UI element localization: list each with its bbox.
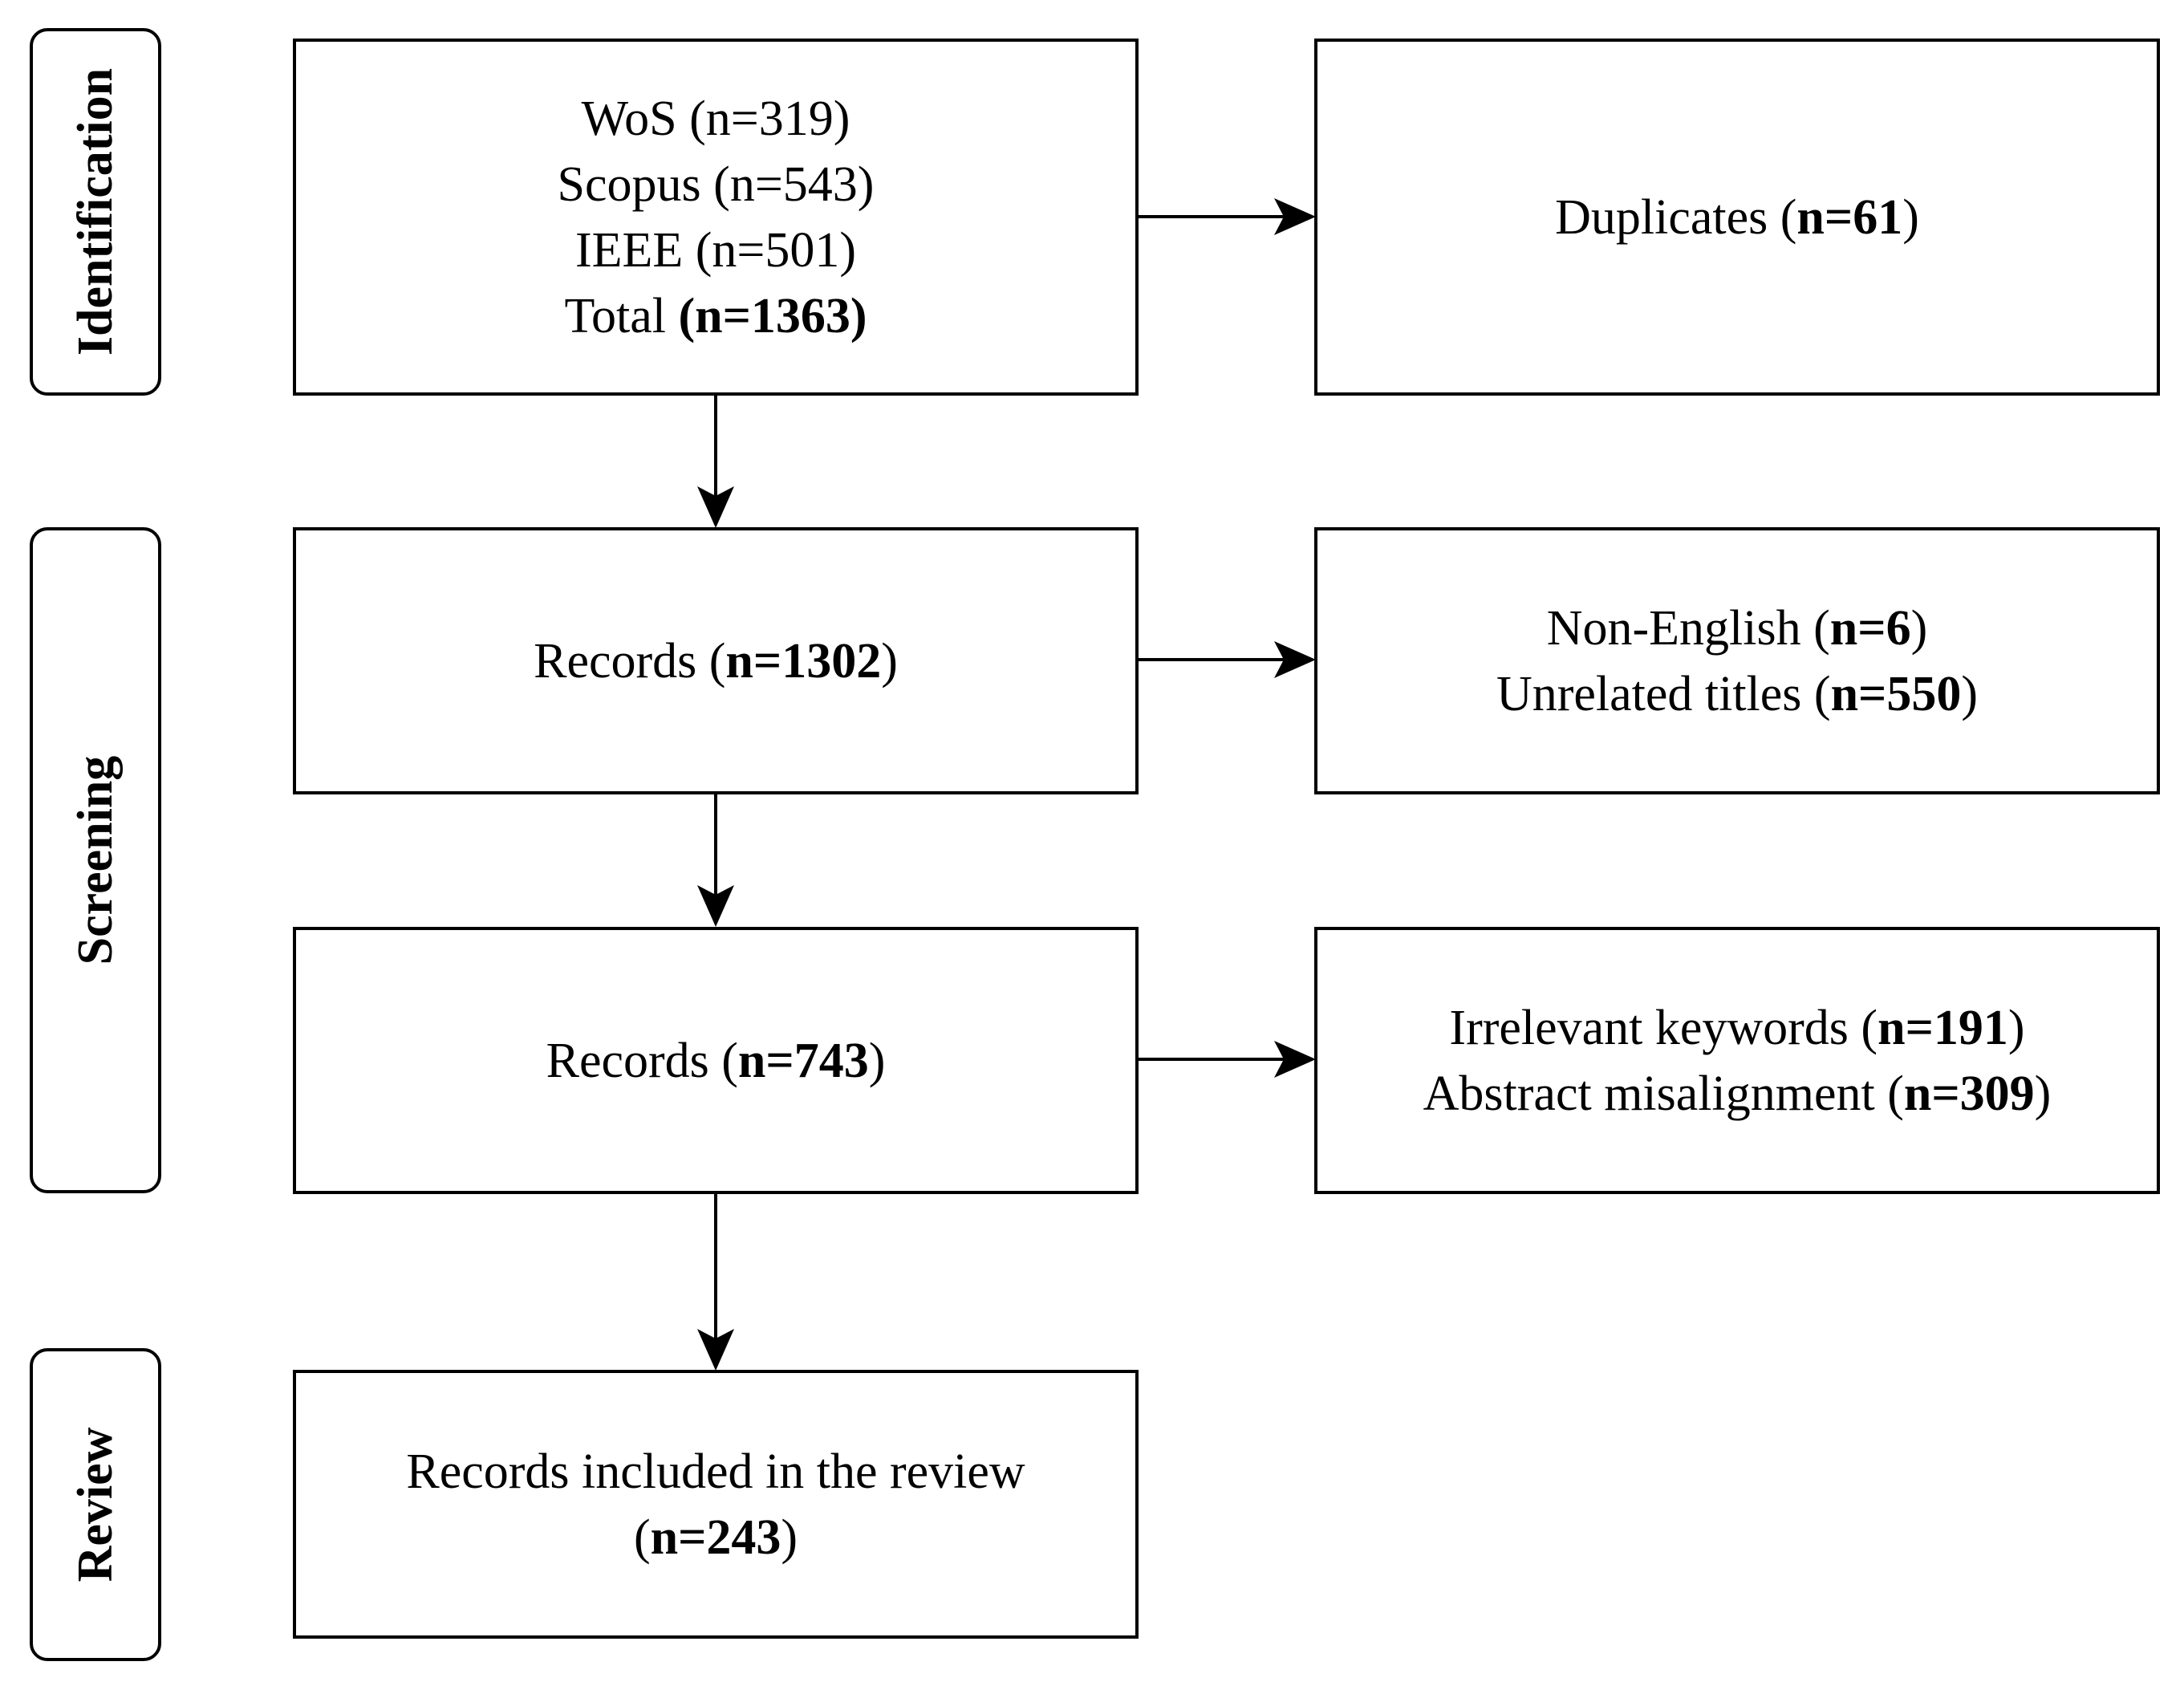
line-text: Total: [564, 288, 679, 343]
excluded-titles-line: Non-English (n=6): [1547, 595, 1928, 661]
included-line: Records included in the review: [406, 1439, 1025, 1505]
excluded-titles-line: Unrelated titles (n=550): [1496, 661, 1978, 727]
line-text: Duplicates (: [1555, 189, 1797, 245]
line-count: n=61: [1796, 189, 1903, 245]
arrowhead-included: [697, 1329, 734, 1371]
records-screened-line: Records (n=1302): [534, 628, 898, 694]
line-text: Records (: [534, 633, 726, 689]
line-text: Records (: [546, 1033, 738, 1088]
line-suffix: ): [1902, 189, 1919, 245]
line-text: Scopus (n=543): [557, 156, 875, 212]
line-count: n=191: [1878, 1000, 2008, 1055]
phase-screening-label: Screening: [68, 755, 123, 965]
line-count: n=6: [1829, 600, 1911, 656]
line-suffix: ): [1910, 600, 1928, 656]
line-count: n=743: [737, 1033, 869, 1088]
included-records-box: Records included in the review (n=243): [293, 1370, 1139, 1639]
identified-line: Total (n=1363): [564, 283, 867, 349]
identified-line: WoS (n=319): [582, 86, 850, 152]
arrowhead-excluded-titles: [1274, 641, 1316, 678]
line-suffix: ): [881, 633, 898, 689]
line-suffix: ): [1961, 666, 1979, 721]
phase-identification: Identification: [30, 28, 161, 396]
excluded-abstracts-line: Abstract misalignment (n=309): [1423, 1061, 2052, 1127]
arrowhead-screened: [697, 486, 734, 528]
phase-review-label: Review: [68, 1427, 123, 1582]
line-text: Records included in the review: [406, 1444, 1025, 1499]
excluded-titles-box: Non-English (n=6)Unrelated titles (n=550…: [1314, 527, 2160, 794]
included-line: (n=243): [634, 1505, 798, 1570]
line-text: WoS (n=319): [581, 91, 850, 146]
phase-review: Review: [30, 1348, 161, 1661]
line-suffix: ): [868, 1033, 886, 1088]
line-text: Abstract misalignment (: [1423, 1066, 1904, 1121]
duplicates-line: Duplicates (n=61): [1555, 185, 1919, 250]
line-text: Irrelevant keywords (: [1449, 1000, 1878, 1055]
line-count: n=309: [1903, 1066, 2035, 1121]
identified-line: Scopus (n=543): [558, 152, 875, 217]
line-count: n=243: [650, 1509, 781, 1565]
records-assessed-box: Records (n=743): [293, 927, 1139, 1194]
line-suffix: ): [2034, 1066, 2052, 1121]
records-screened-box: Records (n=1302): [293, 527, 1139, 794]
line-suffix: ): [781, 1509, 798, 1565]
line-count: (n=1363): [678, 288, 867, 343]
line-count: n=550: [1830, 666, 1962, 721]
identified-line: IEEE (n=501): [575, 217, 856, 283]
line-text: Non-English (: [1546, 600, 1830, 656]
phase-screening: Screening: [30, 527, 161, 1193]
line-text: IEEE (n=501): [574, 222, 857, 278]
excluded-abstracts-line: Irrelevant keywords (n=191): [1449, 995, 2024, 1061]
excluded-abstracts-box: Irrelevant keywords (n=191)Abstract misa…: [1314, 927, 2160, 1194]
phase-identification-label: Identification: [68, 67, 123, 356]
line-suffix: ): [2007, 1000, 2025, 1055]
arrowhead-excluded-abstracts: [1274, 1041, 1316, 1078]
duplicates-box: Duplicates (n=61): [1314, 39, 2160, 396]
identified-records-box: WoS (n=319)Scopus (n=543)IEEE (n=501)Tot…: [293, 39, 1139, 396]
line-text: Unrelated titles (: [1496, 666, 1831, 721]
line-text: (: [633, 1509, 651, 1565]
arrowhead-duplicates: [1274, 198, 1316, 235]
arrowhead-assessed: [697, 885, 734, 927]
line-count: n=1302: [725, 633, 882, 689]
records-assessed-line: Records (n=743): [546, 1028, 886, 1094]
